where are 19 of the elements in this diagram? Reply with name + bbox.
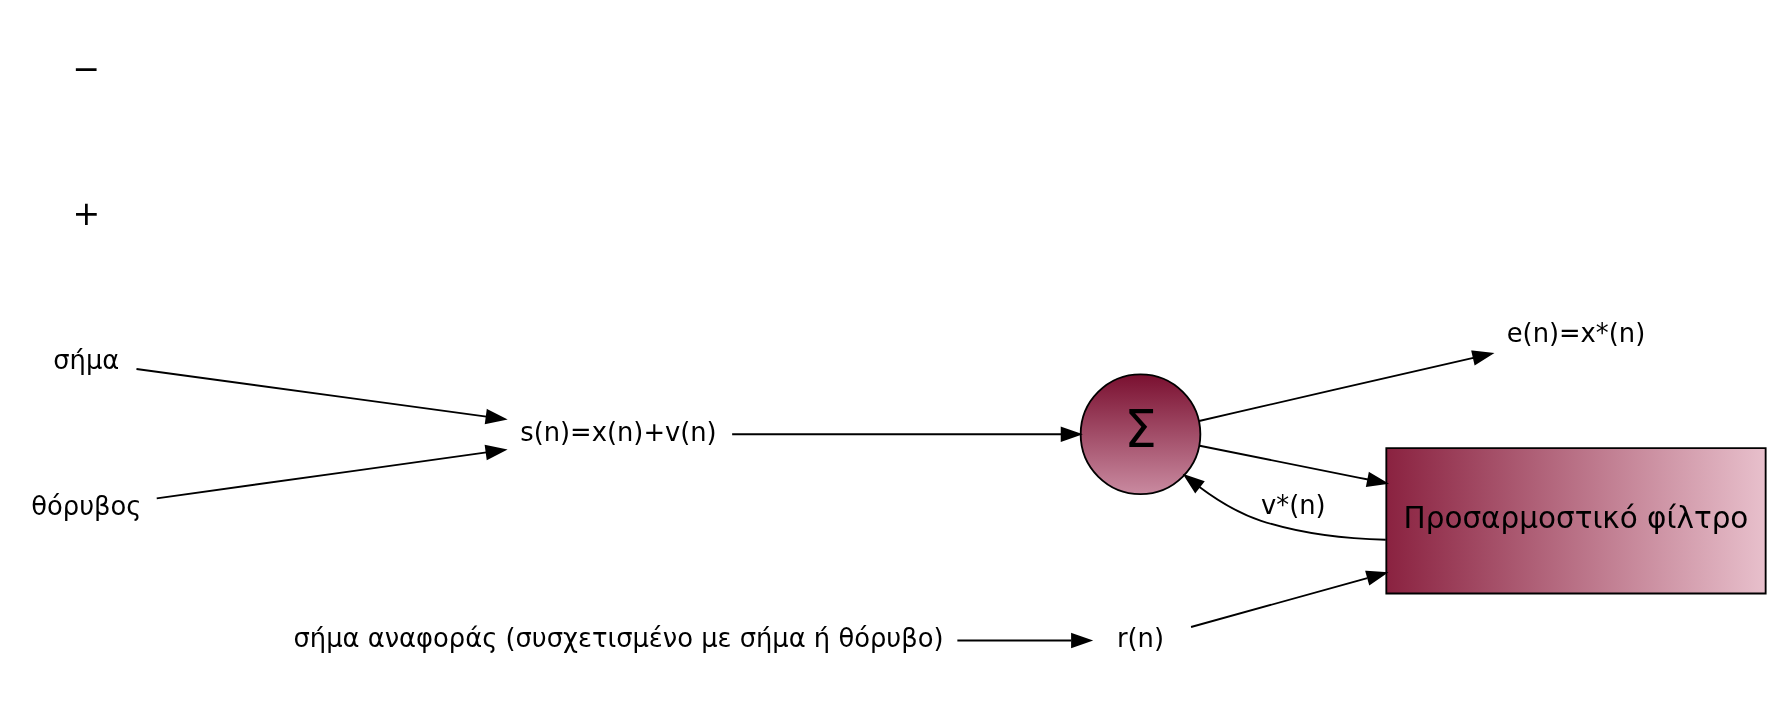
node-text: e(n)=x*(n)	[1506, 317, 1646, 348]
arrow	[956, 632, 1094, 649]
arrow	[1182, 473, 1387, 541]
arrow	[1198, 444, 1390, 487]
node-text: σήμα αναφοράς (συσχετισμένο με σήμα ή θόρυβο)	[293, 623, 944, 654]
arrow	[731, 426, 1083, 442]
label: +	[72, 194, 101, 234]
arrow	[1198, 350, 1495, 422]
arrow	[155, 444, 508, 500]
arrow	[1190, 570, 1389, 628]
node-circle: Σ	[1079, 373, 1202, 496]
node-box: Προσαρμοστικό φίλτρο	[1385, 447, 1767, 595]
node-text: r(n)	[1116, 623, 1165, 654]
label: −	[72, 48, 101, 88]
edge-label: v*(n)	[1261, 489, 1326, 520]
node-text: θόρυβος	[31, 490, 142, 521]
arrow	[135, 368, 508, 425]
node-text: s(n)=x(n)+v(n)	[520, 417, 717, 448]
node-text: σήμα	[53, 345, 120, 376]
